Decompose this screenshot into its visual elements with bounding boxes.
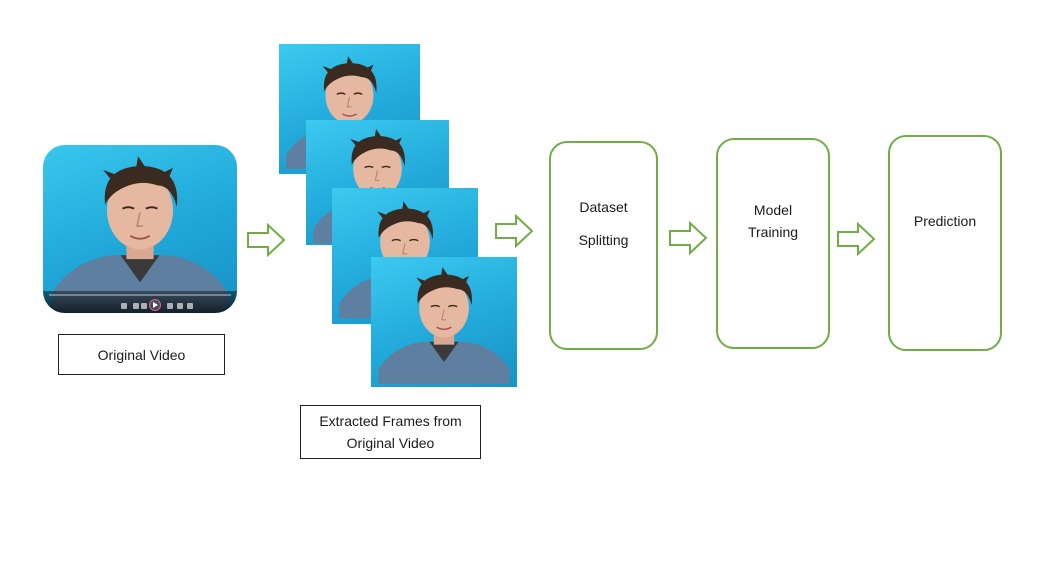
dataset-splitting-box: Dataset Splitting (549, 141, 658, 350)
right-block-arrow-icon (837, 222, 876, 256)
rewind-icon (141, 303, 147, 309)
prediction-box: Prediction (888, 135, 1002, 351)
extracted-frames-caption-line2: Original Video (346, 435, 435, 451)
skip-back-icon (121, 303, 127, 309)
forward-icon (167, 303, 173, 309)
extracted-frames-caption-line1: Extracted Frames from (319, 413, 462, 429)
right-block-arrow-icon (495, 214, 534, 248)
person-image (51, 155, 229, 313)
prediction-label: Prediction (913, 213, 977, 229)
skip-forward-icon (177, 303, 183, 309)
original-video-thumbnail (43, 145, 237, 313)
model-training-box: Model Training (716, 138, 830, 349)
video-progress-bar (49, 294, 231, 296)
volume-icon (187, 303, 193, 309)
dataset-splitting-label-line1: Dataset (579, 199, 628, 215)
stop-icon (133, 303, 139, 309)
extracted-frames-caption: Extracted Frames from Original Video (300, 405, 481, 459)
video-controls-bar (43, 291, 237, 313)
model-training-label-line2: Training (747, 224, 799, 240)
right-block-arrow-icon (669, 221, 708, 255)
right-block-arrow-icon (247, 223, 286, 257)
model-training-label-line1: Model (753, 202, 793, 218)
original-video-caption: Original Video (58, 334, 225, 375)
play-icon (149, 299, 161, 311)
dataset-splitting-label-line2: Splitting (578, 232, 629, 248)
extracted-frame-4 (371, 257, 517, 387)
original-video-caption-text: Original Video (97, 346, 186, 363)
